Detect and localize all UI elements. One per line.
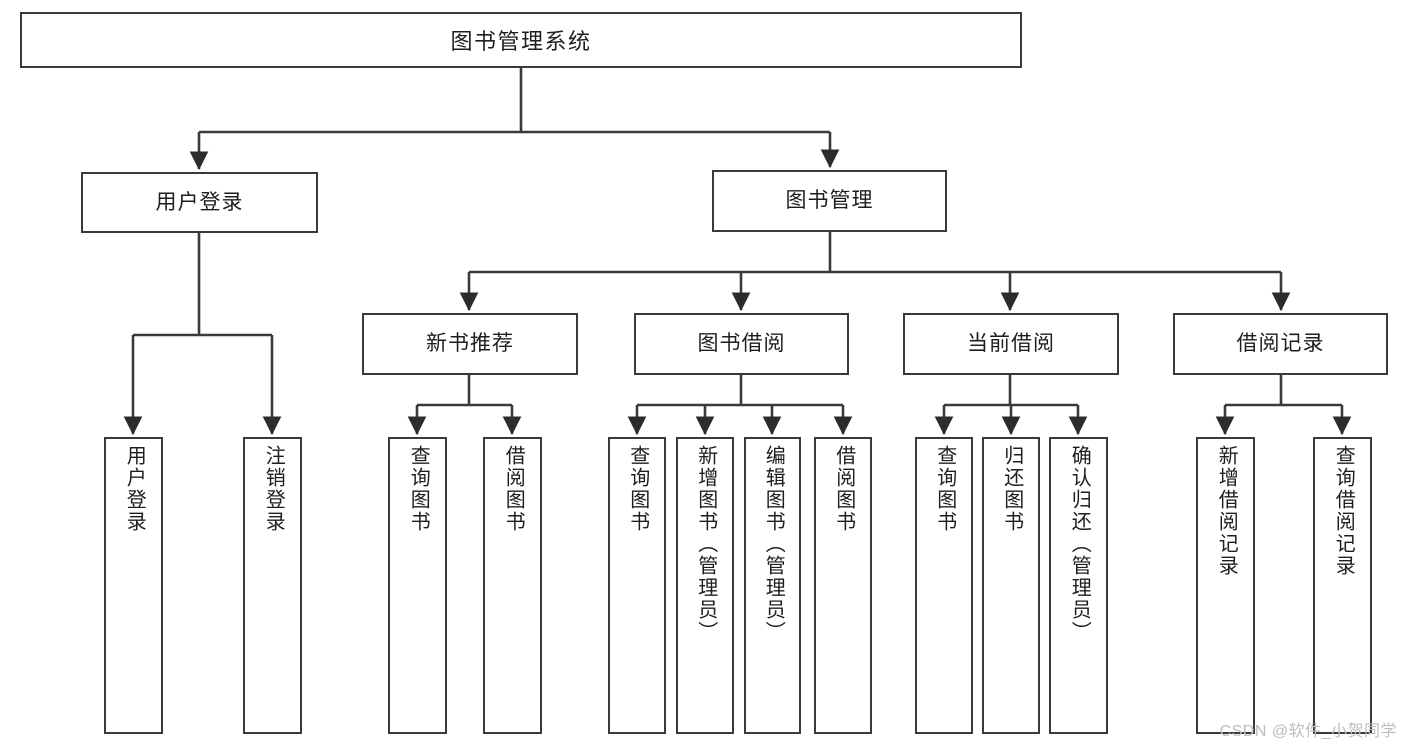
node-label: 图书管理 — [785, 189, 874, 213]
node-user-login[interactable]: 用户登录 — [81, 172, 318, 233]
node-label: 新书推荐 — [426, 332, 514, 356]
node-label: 归还图书 — [1000, 445, 1023, 533]
node-label: 确认归还（管理员） — [1068, 445, 1091, 643]
node-label: 图书管理系统 — [450, 29, 592, 54]
node-root-system[interactable]: 图书管理系统 — [20, 12, 1022, 68]
node-label: 查询借阅记录 — [1332, 445, 1355, 577]
node-borrow-record[interactable]: 借阅记录 — [1173, 313, 1388, 375]
node-label: 查询图书 — [407, 445, 430, 533]
node-label: 新增图书（管理员） — [694, 445, 717, 643]
node-new-book-recommend[interactable]: 新书推荐 — [362, 313, 578, 375]
leaf-new-book-query[interactable]: 查询图书 — [388, 437, 447, 734]
leaf-current-borrow-return[interactable]: 归还图书 — [982, 437, 1040, 734]
leaf-user-login-login[interactable]: 用户登录 — [104, 437, 163, 734]
node-label: 注销登录 — [262, 445, 285, 533]
leaf-current-borrow-confirm-return[interactable]: 确认归还（管理员） — [1049, 437, 1108, 734]
node-label: 查询图书 — [626, 445, 649, 533]
leaf-book-borrow-edit[interactable]: 编辑图书（管理员） — [744, 437, 801, 734]
node-label: 借阅图书 — [832, 445, 855, 533]
leaf-user-login-logout[interactable]: 注销登录 — [243, 437, 302, 734]
node-label: 新增借阅记录 — [1215, 445, 1238, 577]
node-label: 图书借阅 — [697, 332, 786, 356]
leaf-book-borrow-borrow[interactable]: 借阅图书 — [814, 437, 872, 734]
leaf-book-borrow-add[interactable]: 新增图书（管理员） — [676, 437, 734, 734]
node-label: 借阅图书 — [502, 445, 525, 533]
leaf-borrow-record-add[interactable]: 新增借阅记录 — [1196, 437, 1255, 734]
leaf-new-book-borrow[interactable]: 借阅图书 — [483, 437, 542, 734]
node-label: 用户登录 — [123, 445, 146, 533]
node-label: 当前借阅 — [967, 332, 1055, 356]
leaf-book-borrow-query[interactable]: 查询图书 — [608, 437, 666, 734]
node-book-management[interactable]: 图书管理 — [712, 170, 947, 232]
node-label: 用户登录 — [155, 190, 244, 214]
watermark: CSDN @软件_小贺同学 — [1219, 723, 1397, 740]
leaf-current-borrow-query[interactable]: 查询图书 — [915, 437, 973, 734]
node-label: 编辑图书（管理员） — [762, 445, 785, 643]
leaf-borrow-record-query[interactable]: 查询借阅记录 — [1313, 437, 1372, 734]
node-label: 查询图书 — [933, 445, 956, 533]
node-book-borrow[interactable]: 图书借阅 — [634, 313, 849, 375]
node-current-borrow[interactable]: 当前借阅 — [903, 313, 1119, 375]
node-label: 借阅记录 — [1236, 332, 1325, 356]
